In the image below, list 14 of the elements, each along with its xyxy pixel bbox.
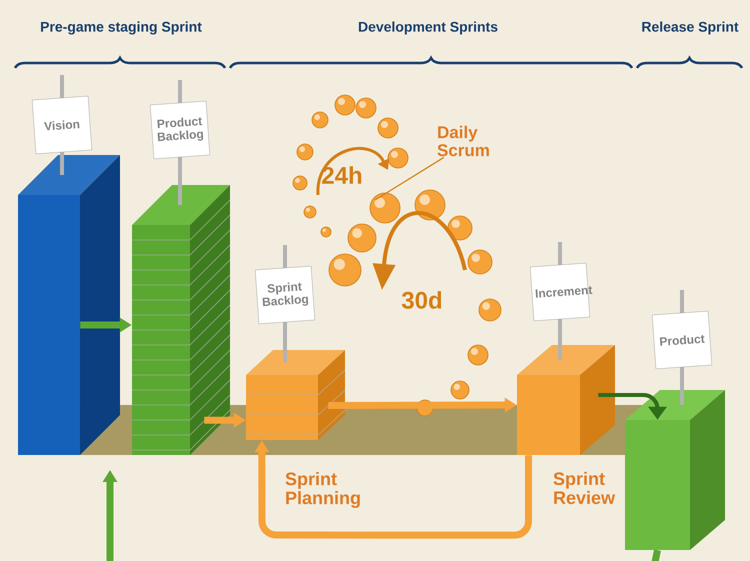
section-heading: Pre-game staging Sprint (41, 21, 202, 35)
sign-board: Product Backlog (150, 100, 210, 160)
phase-text: Sprint Review (554, 472, 616, 504)
sign-board: Vision (32, 96, 92, 154)
duration-text: 24h (322, 166, 362, 184)
sign-board: Product (652, 310, 712, 370)
sign-board: Sprint Backlog (255, 266, 316, 324)
sign-board: Increment (530, 262, 592, 322)
section-heading: Development Sprints (358, 21, 498, 35)
phase-text: Sprint Planning (286, 472, 360, 508)
leader-line (374, 156, 444, 200)
callout-text: Daily Scrum (438, 126, 489, 156)
section-heading: Release Sprint (642, 21, 738, 35)
duration-text: 30d (402, 291, 442, 309)
